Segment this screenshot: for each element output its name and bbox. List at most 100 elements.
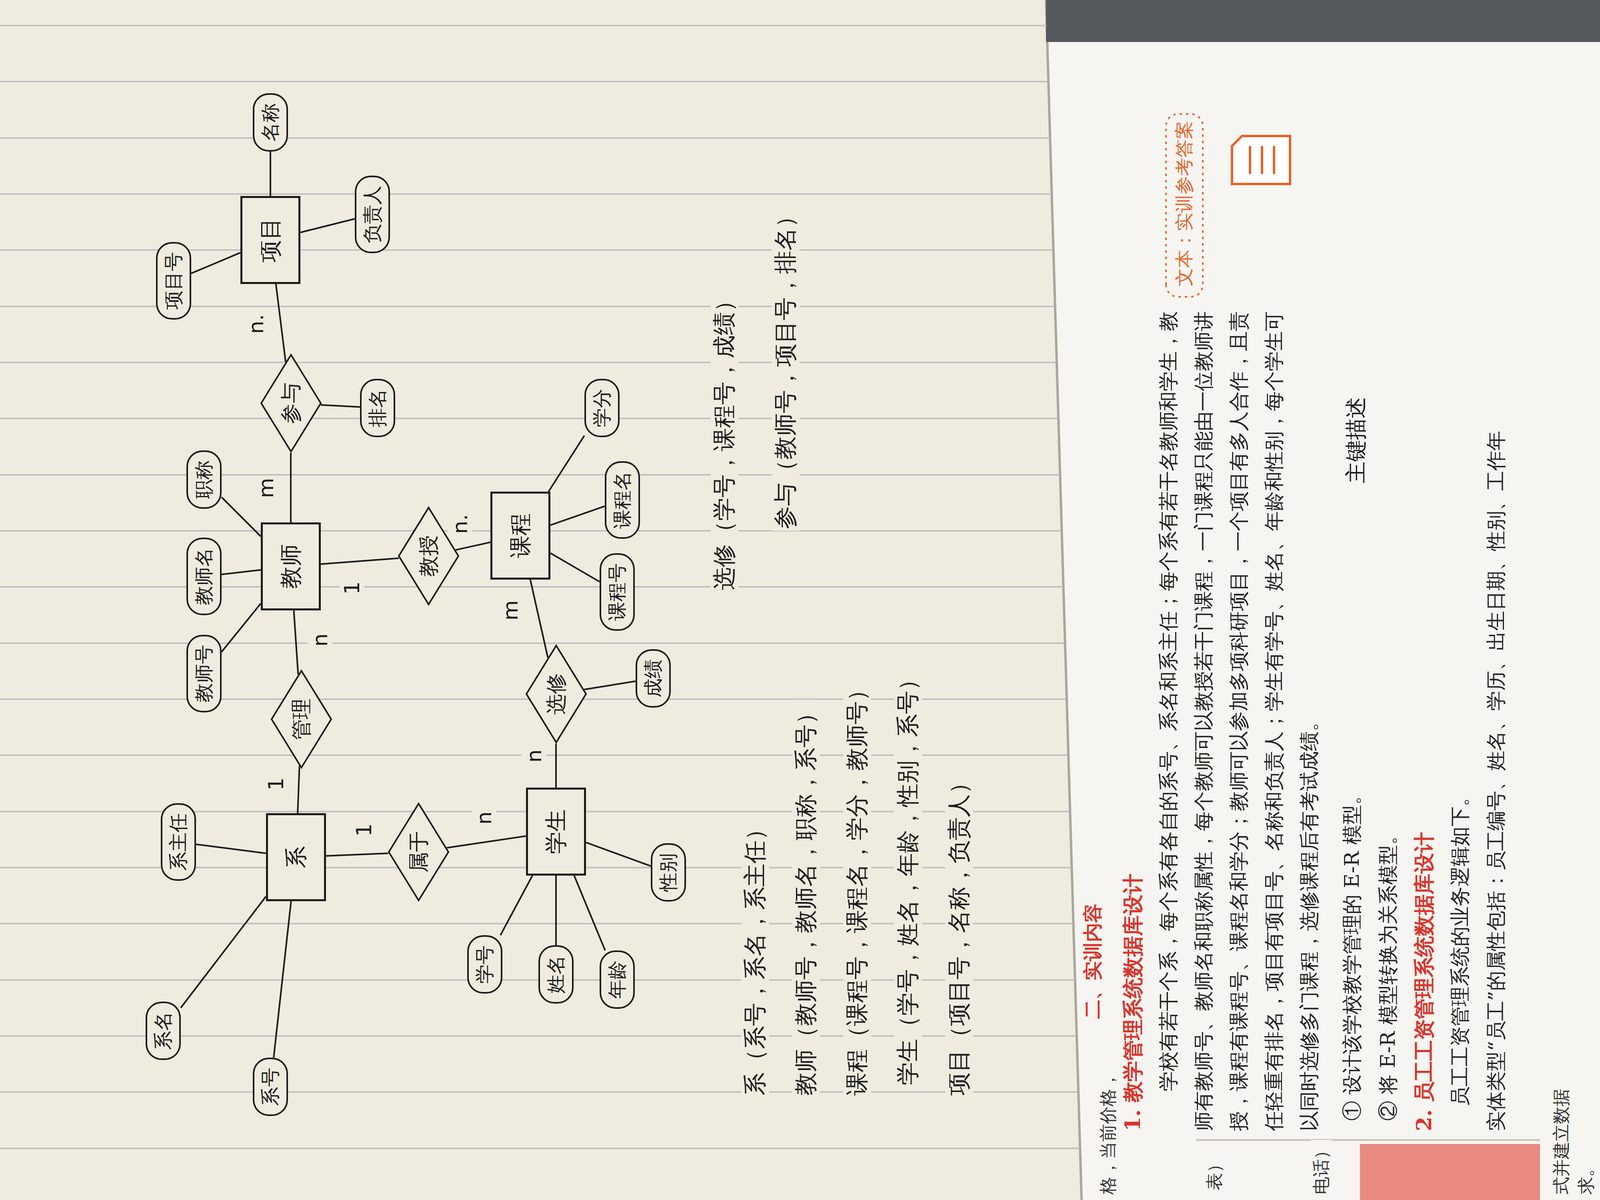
connector-line [455, 542, 491, 550]
ruled-line [0, 1148, 1080, 1150]
connector-line [269, 151, 272, 196]
cardinality-label: 1 [339, 579, 365, 596]
node-text: 课程名 [610, 471, 634, 529]
entity-box: 学生 [526, 787, 586, 876]
cardinality-label: 1 [351, 821, 377, 838]
ruled-line [0, 25, 1047, 27]
attribute-oval: 项目号 [156, 242, 192, 320]
textbook-text: 实体类型“员工”的属性包括：员工编号、姓名、学历、出生日期、性别、工作年 [1484, 429, 1508, 1133]
node-text: 学号 [473, 945, 497, 984]
node-text: 姓名 [544, 955, 568, 994]
node-text: 系名 [151, 1011, 175, 1050]
node-text: 系 [282, 846, 310, 869]
document-icon-line [1272, 146, 1276, 174]
node-text: 职称 [192, 460, 216, 499]
connector-line [584, 681, 636, 690]
connector-line [530, 579, 548, 658]
ruled-line [0, 418, 1058, 420]
relationship-diamond: 属于 [387, 802, 450, 902]
desk-shadow [1046, 0, 1600, 42]
node-text: 参与 [278, 382, 304, 424]
cardinality-label: n [521, 748, 547, 765]
textbook-text: ① 设计该学校教学管理的 E-R 模型。 [1340, 783, 1364, 1123]
entity-box: 系 [266, 813, 326, 902]
connector-line [320, 558, 399, 565]
attribute-oval: 成绩 [635, 649, 671, 708]
section-heading: 二、实训内容 [1081, 902, 1105, 1021]
relationship-diamond: 选修 [525, 644, 588, 744]
ruled-line [0, 81, 1049, 83]
ruled-lines [0, 25, 1080, 1149]
attribute-oval: 学号 [467, 935, 503, 994]
ruled-line [0, 1091, 1078, 1093]
relation-schema-note: 教师（教师号，教师名，职称，系号） [792, 699, 820, 1098]
ruled-line [0, 137, 1050, 139]
ruled-line [0, 193, 1052, 195]
node-text: 管理 [288, 698, 314, 740]
connector-line [300, 218, 355, 233]
cardinality-label: m [498, 598, 523, 623]
attribute-oval: 姓名 [538, 945, 574, 1004]
node-text: 系主任 [166, 813, 190, 871]
node-text: 选修 [543, 673, 569, 715]
facing-page-text: 表） [1204, 1153, 1226, 1192]
connector-line [500, 875, 533, 936]
facing-page-text: 格，当前价格， [1097, 1069, 1119, 1196]
cardinality-label: n. [243, 312, 269, 336]
facing-page-text: 电话） [1310, 1140, 1332, 1196]
attribute-oval: 名称 [252, 93, 288, 152]
notebook-paper [0, 0, 1082, 1200]
connector-line [320, 404, 360, 407]
ruled-line [0, 362, 1057, 364]
relation-schema-note: 项目（项目号，名称，负责人） [945, 769, 974, 1098]
node-text: 教授 [416, 535, 441, 577]
document-icon [1232, 136, 1290, 184]
connector-line [326, 853, 389, 856]
textbook-text: 员工工资管理系统的业务逻辑如下。 [1448, 784, 1472, 1108]
page-gutter [1196, 1139, 1540, 1142]
page-band [1360, 1144, 1540, 1200]
attribute-oval: 排名 [360, 378, 396, 438]
connector-line [446, 836, 526, 848]
node-text: 教师名 [192, 547, 216, 606]
subsection-heading: 2. 员工工资管理系统数据库设计 [1411, 830, 1437, 1133]
attribute-oval: 教师号 [186, 634, 222, 713]
attribute-oval: 教师名 [186, 537, 222, 616]
connector-line [550, 553, 600, 582]
node-text: 属于 [406, 831, 431, 873]
connector-line [574, 875, 605, 951]
relationship-diamond: 管理 [270, 669, 333, 769]
relation-schema-note: 参与（教师号，项目号，排名） [771, 202, 800, 531]
subsection-heading: 1. 教学管理系统数据库设计 [1120, 872, 1146, 1133]
attribute-oval: 职称 [186, 450, 222, 509]
connector-line [548, 435, 585, 492]
relation-schema-note: 选修（学号，课程号，成绩） [710, 287, 739, 592]
entity-box: 教师 [260, 522, 321, 611]
textbook-paragraph: 学校有若干个系，每个系有各自的系号、系名和系主任；每个系有若干名教师和学生，教师… [1150, 300, 1327, 1133]
attribute-oval: 课程名 [604, 461, 640, 539]
connector-line [293, 610, 298, 675]
cardinality-label: m [253, 476, 279, 500]
cardinality-label: 1 [263, 775, 289, 792]
connector-line [276, 284, 286, 362]
node-text: 负责人 [360, 185, 384, 244]
node-text: 系号 [258, 1067, 282, 1106]
connector-line [191, 252, 241, 274]
connector-line [290, 452, 292, 523]
textbook-text: ② 将 E-R 模型转换为关系模型。 [1376, 823, 1400, 1123]
document-icon-line [1248, 146, 1252, 174]
connector-line [221, 603, 261, 652]
attribute-oval: 系主任 [160, 803, 196, 881]
attribute-oval: 系名 [145, 1001, 181, 1060]
document-icon [1232, 136, 1290, 184]
node-text: 项目 [256, 217, 284, 263]
node-text: 排名 [366, 388, 390, 428]
connector-line [586, 842, 651, 866]
node-text: 课程号 [605, 563, 629, 621]
node-text: 学生 [542, 809, 570, 854]
facing-page-text: 求。 [1575, 1157, 1597, 1196]
annotation-frame [1166, 114, 1203, 297]
attribute-oval: 课程号 [599, 553, 635, 631]
entity-box: 项目 [240, 196, 301, 284]
attribute-oval: 年龄 [599, 950, 635, 1009]
